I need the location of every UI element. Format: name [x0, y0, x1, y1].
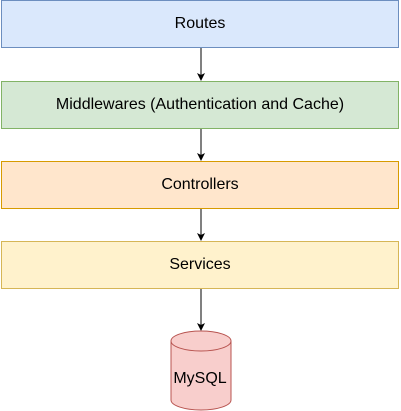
mysql-label: MySQL [173, 370, 227, 387]
routes-layer-label: Routes [174, 15, 226, 32]
controllers-layer-box[interactable]: Controllers [1, 161, 399, 209]
middlewares-layer-box[interactable]: Middlewares (Authentication and Cache) [1, 81, 399, 129]
middlewares-layer-label: Middlewares (Authentication and Cache) [55, 96, 345, 113]
routes-layer-box[interactable]: Routes [1, 0, 399, 48]
cylinder-top [170, 330, 232, 352]
controllers-layer-label: Controllers [161, 176, 239, 193]
services-layer-box[interactable]: Services [1, 241, 399, 289]
services-layer-label: Services [169, 256, 231, 273]
